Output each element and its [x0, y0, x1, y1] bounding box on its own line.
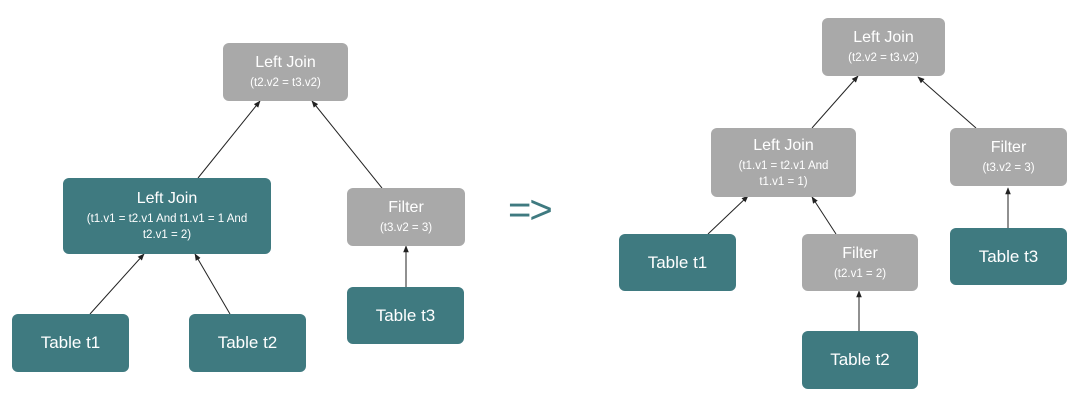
right-inner-join-cond-line1: (t1.v1 = t2.v1 And	[738, 159, 829, 172]
left-inner-join-cond-line1: (t1.v1 = t2.v1 And t1.v1 = 1 And	[86, 213, 248, 225]
transform-arrow-symbol: =>	[508, 188, 553, 232]
right-inner-join-node: Left Join (t1.v1 = t2.v1 And t1.v1 = 1)	[711, 128, 856, 197]
right-inner-join-cond-line2: t1.v1 = 1)	[759, 175, 808, 188]
left-table-t3-label: Table t3	[375, 305, 436, 325]
right-root-join-title: Left Join	[853, 29, 914, 46]
left-table-t3-node: Table t3	[347, 287, 464, 344]
right-table-t2-label: Table t2	[830, 350, 890, 369]
left-root-join-title: Left Join	[255, 54, 316, 71]
right-filter-t2-node: Filter (t2.v1 = 2)	[802, 234, 918, 291]
right-inner-join-title: Left Join	[753, 136, 814, 154]
edge-left-t2-to-innerjoin	[194, 253, 231, 315]
right-filter-t3-cond: (t3.v2 = 3)	[982, 162, 1035, 174]
left-table-t2-label: Table t2	[217, 333, 278, 352]
edge-left-innerjoin-to-root	[197, 100, 261, 179]
left-inner-join-node: Left Join (t1.v1 = t2.v1 And t1.v1 = 1 A…	[63, 178, 271, 254]
edge-right-filter-t2-to-innerjoin	[811, 196, 837, 235]
right-filter-t2-cond: (t2.v1 = 2)	[833, 267, 887, 280]
right-filter-t3-title: Filter	[990, 139, 1027, 156]
left-filter-t3-title: Filter	[388, 199, 424, 216]
right-root-join-node: Left Join (t2.v2 = t3.v2)	[822, 18, 945, 76]
right-table-t2-node: Table t2	[802, 331, 918, 389]
left-root-join-node: Left Join (t2.v2 = t3.v2)	[223, 43, 348, 101]
right-table-t1-node: Table t1	[619, 234, 736, 291]
edge-left-filter-to-root	[311, 100, 383, 189]
left-table-t1-label: Table t1	[40, 333, 101, 352]
right-filter-t2-title: Filter	[842, 244, 878, 262]
left-table-t1-node: Table t1	[12, 314, 129, 372]
right-root-join-cond: (t2.v2 = t3.v2)	[848, 52, 919, 64]
right-filter-t3-node: Filter (t3.v2 = 3)	[950, 128, 1067, 186]
left-inner-join-cond-line2: t2.v1 = 2)	[142, 229, 192, 241]
left-root-join-cond: (t2.v2 = t3.v2)	[250, 77, 321, 89]
left-inner-join-title: Left Join	[136, 190, 198, 207]
right-table-t1-label: Table t1	[647, 252, 708, 272]
edge-right-t1-to-innerjoin	[707, 195, 749, 235]
edge-right-filter-t3-to-root	[917, 76, 977, 129]
edge-right-innerjoin-to-root	[811, 75, 859, 129]
left-filter-t3-cond: (t3.v2 = 3)	[379, 222, 433, 234]
right-table-t3-node: Table t3	[950, 228, 1067, 285]
right-table-t3-label: Table t3	[978, 246, 1039, 266]
left-filter-t3-node: Filter (t3.v2 = 3)	[347, 188, 465, 246]
left-table-t2-node: Table t2	[189, 314, 306, 372]
edge-left-t1-to-innerjoin	[89, 253, 145, 315]
